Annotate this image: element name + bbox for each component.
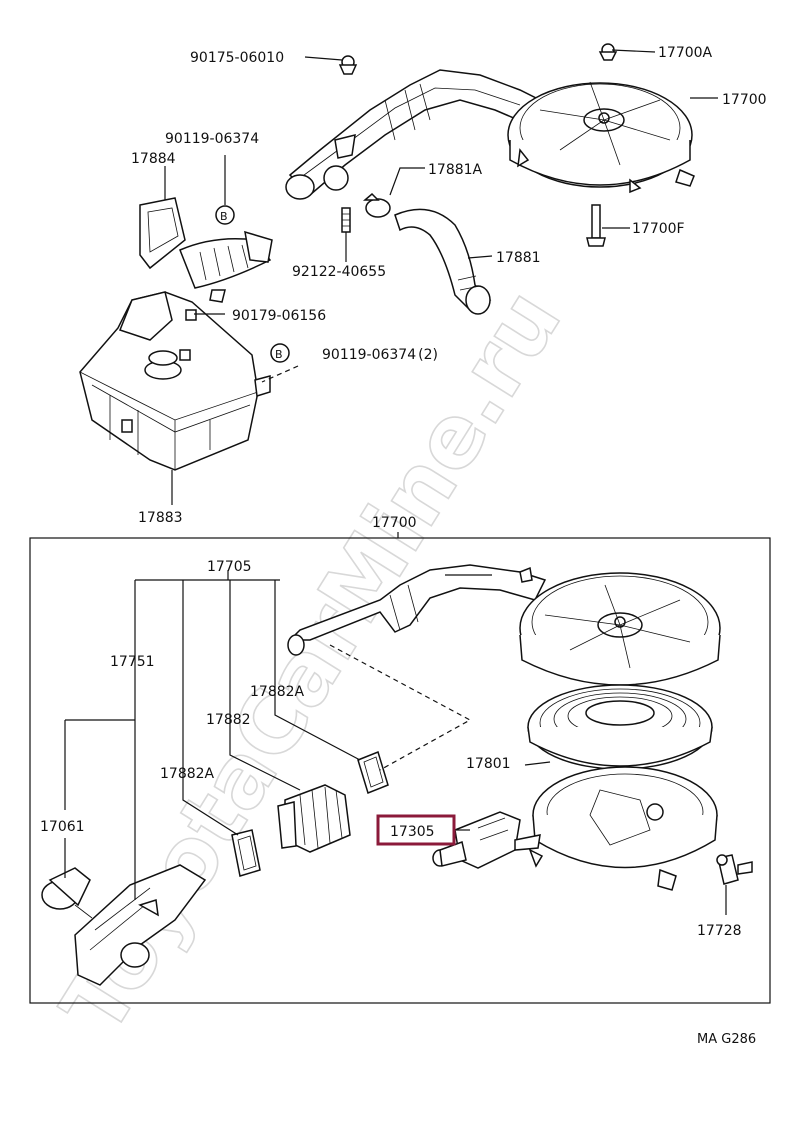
label-17700-box: 17700: [372, 515, 417, 531]
valve-17061: [41, 867, 93, 919]
figure-code: MA G286: [697, 1032, 756, 1047]
fitting-17728: [716, 854, 753, 885]
label-17705: 17705: [207, 559, 252, 575]
label-90119-06374-b-qty: (2): [418, 347, 438, 363]
label-17700-top: 17700: [722, 92, 767, 108]
label-90119-06374-b: 90119-06374(2): [322, 347, 438, 363]
label-17884: 17884: [131, 151, 176, 167]
housing-lower: [528, 766, 718, 891]
highlight-box-17305: [376, 814, 456, 846]
label-17883: 17883: [138, 510, 183, 526]
ref-mark-b-2: B: [270, 343, 290, 363]
label-17881: 17881: [496, 250, 541, 266]
ref-mark-b-1-text: B: [220, 210, 228, 223]
hose-17881: [394, 208, 492, 315]
filter-element-17801: [527, 684, 713, 770]
seal-17882A-lower: [231, 829, 261, 877]
housing-upper-17700: [287, 564, 721, 686]
ref-mark-b-2-text: B: [275, 348, 283, 361]
label-90119-06374-a: 90119-06374: [165, 131, 259, 147]
stud-92122: [341, 207, 351, 233]
label-17801: 17801: [466, 756, 511, 772]
label-17061: 17061: [40, 819, 85, 835]
label-17700A: 17700A: [658, 45, 713, 61]
ref-mark-b-1: B: [215, 205, 235, 225]
sensor-17305: [432, 811, 541, 869]
label-17881A: 17881A: [428, 162, 483, 178]
label-17751: 17751: [110, 654, 155, 670]
seal-17882A-upper: [357, 750, 389, 795]
bottom-leader-lines: [64, 570, 727, 915]
top-leader-lines: [164, 49, 718, 505]
label-90179-06156: 90179-06156: [232, 308, 326, 324]
duct-17751: [74, 864, 207, 986]
exploded-view-frame: [29, 537, 771, 1004]
label-92122-40655: 92122-40655: [292, 264, 386, 280]
label-17728: 17728: [697, 923, 742, 939]
clamp-17881A: [362, 192, 391, 218]
boot-17882: [277, 784, 351, 853]
label-90175-06010: 90175-06010: [190, 50, 284, 66]
air-cleaner-assembly-top: [285, 43, 695, 247]
label-90119-06374-b-part: 90119-06374: [322, 347, 416, 363]
label-17882: 17882: [206, 712, 251, 728]
label-17882A-upper: 17882A: [250, 684, 305, 700]
duct-17884: [139, 197, 273, 303]
label-17882A-lower: 17882A: [160, 766, 215, 782]
resonator-17883: [79, 291, 271, 471]
label-17700F: 17700F: [632, 221, 685, 237]
label-17305: 17305: [390, 824, 435, 840]
